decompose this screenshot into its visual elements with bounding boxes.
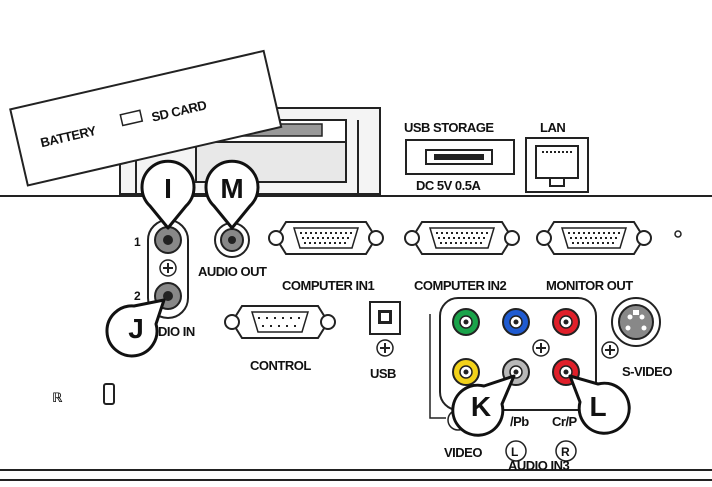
audio-r-label: R (561, 445, 570, 459)
battery-sd-label-card: BATTERY SD CARD (9, 49, 283, 187)
s-video-label: S-VIDEO (622, 364, 672, 379)
component-bracket (429, 314, 446, 419)
indicator-dot (674, 230, 682, 238)
yellow-jack[interactable] (452, 358, 480, 386)
usb-b-port[interactable] (369, 301, 401, 335)
cb-pb-label: /Pb (510, 414, 529, 429)
kensington-lock-icon: ℝ (52, 390, 63, 405)
green-jack[interactable] (452, 308, 480, 336)
audio-in-number-1: 1 (134, 235, 141, 249)
audio-in-number-2: 2 (134, 289, 141, 303)
blue-jack[interactable] (502, 308, 530, 336)
lan-label: LAN (540, 120, 565, 135)
component-screw-icon (532, 339, 550, 357)
usb-rating-label: DC 5V 0.5A (416, 178, 481, 193)
control-label: CONTROL (250, 358, 311, 373)
computer-in1-label: COMPUTER IN1 (282, 278, 375, 293)
callout-k: K (451, 374, 516, 437)
red-jack-top[interactable] (552, 308, 580, 336)
callout-m: M (204, 159, 260, 230)
s-video-screw-icon (601, 341, 619, 359)
audio-l-jack[interactable] (505, 440, 527, 462)
usb-storage-label: USB STORAGE (404, 120, 494, 135)
svg-text:L: L (589, 391, 606, 422)
usb-label: USB (370, 366, 396, 381)
svg-text:K: K (471, 391, 491, 422)
audio-in-1-jack[interactable] (154, 226, 182, 254)
audio-in-label: DIO IN (158, 324, 195, 339)
monitor-out-label: MONITOR OUT (546, 278, 633, 293)
callout-l: L (568, 374, 631, 435)
svg-text:I: I (164, 173, 172, 204)
computer-in2-port[interactable] (404, 221, 520, 255)
computer-in2-label: COMPUTER IN2 (414, 278, 507, 293)
audio-out-jack[interactable] (214, 222, 250, 258)
security-slot[interactable] (103, 383, 115, 405)
video-label: VIDEO (444, 445, 482, 460)
svg-text:M: M (220, 173, 243, 204)
audio-out-label: AUDIO OUT (198, 264, 267, 279)
svg-text:J: J (128, 313, 144, 344)
audio-l-label: L (511, 445, 518, 459)
control-port[interactable] (224, 305, 336, 339)
callout-i: I (140, 159, 196, 230)
s-video-port[interactable] (611, 297, 661, 347)
usb-screw-icon (376, 339, 394, 357)
lan-port[interactable] (525, 137, 589, 193)
computer-in1-port[interactable] (268, 221, 384, 255)
usb-storage-port[interactable] (405, 139, 515, 175)
screw-icon (159, 259, 177, 277)
cr-pr-label: Cr/P (552, 414, 578, 429)
callout-j: J (105, 298, 166, 358)
audio-r-jack[interactable] (555, 440, 577, 462)
monitor-out-port[interactable] (536, 221, 652, 255)
audio-in3-label: AUDIO IN3 (508, 458, 570, 473)
